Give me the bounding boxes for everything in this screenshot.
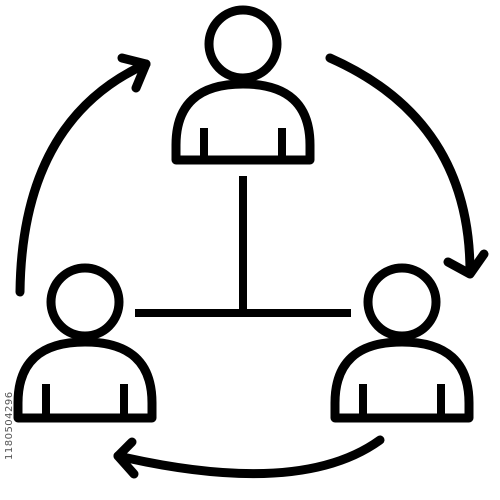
arrow-top-right-icon [325, 53, 489, 279]
arrow-bottom-curve [113, 435, 385, 479]
person-left-head [46, 263, 124, 341]
arrow-bottom-icon [113, 435, 385, 479]
person-top-head [204, 5, 282, 83]
person-top-icon [171, 5, 315, 165]
stock-id-watermark: 1180504296 [4, 391, 15, 460]
arrow-left-head [117, 53, 151, 93]
org-connector [135, 176, 351, 317]
person-right-icon [330, 263, 474, 423]
arrow-left-curve [15, 59, 151, 297]
person-right-body [330, 337, 474, 423]
arrow-bottom-head [113, 437, 139, 479]
person-left-body [13, 337, 157, 423]
arrow-left-icon [15, 53, 151, 297]
person-top-body [171, 79, 315, 165]
person-right-head [363, 263, 441, 341]
arrow-top-right-curve [325, 53, 475, 277]
arrow-top-right-head [443, 249, 489, 279]
person-left-icon [13, 263, 157, 423]
